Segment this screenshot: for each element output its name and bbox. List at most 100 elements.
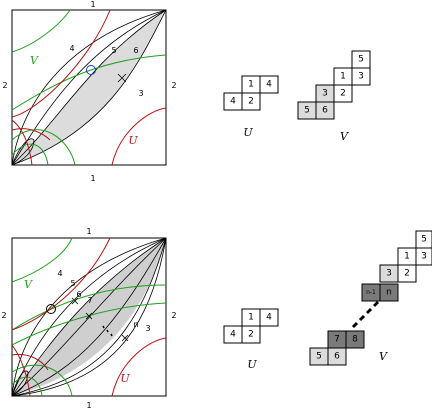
bottom-v-table: 5 1 3 3 2 n-1 n 7 8 5 6 V: [309, 230, 432, 366]
bottom-u-cell: [259, 308, 279, 327]
bottom-red-arc-1: [11, 237, 111, 331]
bottom-side-label-right: 2: [171, 311, 176, 320]
top-curve-label-6: 6: [133, 46, 138, 55]
bottom-red-arc-3: [11, 344, 31, 397]
top-v-cell-text: 5: [358, 55, 364, 65]
bottom-v-cell-text: 8: [352, 335, 358, 345]
bottom-v-cell: [327, 347, 347, 366]
top-side-label-bottom: 1: [90, 174, 95, 183]
top-lens-region: [12, 10, 166, 165]
top-v-cell-text: 3: [322, 89, 328, 99]
top-red-arc-2: [11, 128, 51, 141]
bottom-curve-label-n: n: [133, 320, 138, 329]
bottom-v-cell-text: 1: [404, 252, 410, 262]
top-curve-label-3: 3: [138, 89, 143, 98]
top-curve-label-4: 4: [69, 44, 74, 53]
top-curve-5: [11, 9, 167, 166]
bottom-green-arc-5: [11, 376, 43, 397]
bottom-u-cell-text: 2: [248, 330, 254, 340]
bottom-v-cell-text: 3: [421, 252, 427, 262]
top-curve-3: [11, 9, 167, 166]
top-blue-circle-marker: [86, 65, 96, 75]
top-u-table: 1 4 4 2 U: [223, 75, 279, 139]
bottom-v-cell: [415, 247, 432, 266]
top-region-label-u: U: [128, 134, 138, 147]
bottom-cross-marker: [85, 312, 93, 320]
bottom-v-cell-text: 5: [421, 235, 427, 245]
bottom-cross-marker: [121, 334, 129, 342]
top-red-arc-3: [11, 119, 33, 166]
bottom-u-cell: [241, 325, 261, 344]
bottom-u-cell-text: 1: [248, 313, 254, 323]
bottom-u-cell-text: 4: [266, 313, 272, 323]
bottom-v-cell: [345, 330, 365, 349]
bottom-ellipsis-dots: [102, 325, 113, 337]
bottom-green-arc-4: [11, 364, 73, 397]
top-side-label-right: 2: [171, 81, 176, 90]
top-green-arc-4: [11, 143, 49, 166]
bottom-curve-7: [11, 237, 167, 397]
top-v-cell-text: 3: [358, 72, 364, 82]
top-v-cell-text: 2: [340, 89, 346, 99]
top-u-cell: [259, 75, 279, 94]
top-side-label-left: 2: [2, 81, 7, 90]
top-square-diagram: 1 1 2 2 V U 4 5 6 3: [2, 0, 176, 183]
bottom-cross-marker: [71, 297, 79, 305]
bottom-v-cell-text: 7: [334, 335, 340, 345]
bottom-red-arc-2: [11, 353, 49, 371]
bottom-region-label-v: V: [24, 278, 33, 291]
top-v-cell-text: 1: [340, 72, 346, 82]
top-small-lens: [11, 138, 35, 166]
bottom-circle-marker: [46, 304, 56, 314]
bottom-v-cell-text: 3: [386, 269, 392, 279]
bottom-curve-4: [11, 237, 167, 397]
top-u-cell-text: 4: [230, 97, 236, 107]
bottom-square-diagram: 1 1 2 2 V U 4 5 6 7 n 3: [1, 227, 176, 410]
bottom-curve-label-6: 6: [76, 290, 81, 299]
top-green-arc-1: [11, 9, 71, 53]
top-u-cell-text: 1: [248, 80, 254, 90]
top-u-table-label: U: [243, 126, 253, 139]
top-green-arc-2: [11, 54, 167, 111]
top-u-cell-text: 4: [266, 80, 272, 90]
bottom-v-cell-text: n: [386, 288, 392, 298]
top-v-cell-text: 5: [304, 106, 310, 116]
bottom-u-table: 1 4 4 2 U: [223, 308, 279, 371]
top-cross-marker: [117, 73, 127, 83]
bottom-curve-3: [11, 237, 167, 397]
bottom-v-cell-text: 6: [334, 352, 340, 362]
bottom-v-ellipsis: [351, 300, 380, 329]
bottom-curve-label-7: 7: [87, 296, 92, 305]
top-u-cell: [241, 92, 261, 111]
top-red-arc-1: [11, 9, 111, 118]
bottom-green-arc-2: [11, 284, 167, 331]
bottom-side-label-bottom: 1: [86, 401, 91, 410]
bottom-v-cell: [397, 264, 417, 283]
bottom-curve-label-5: 5: [70, 279, 75, 288]
bottom-u-table-label: U: [247, 358, 257, 371]
bottom-side-label-top: 1: [86, 227, 91, 236]
top-v-cell: [315, 101, 335, 120]
bottom-curve-label-4: 4: [57, 269, 62, 278]
top-u-cell-text: 2: [248, 97, 254, 107]
bottom-red-arc-4: [111, 337, 167, 397]
top-v-cell: [333, 84, 353, 103]
top-region-label-v: V: [30, 54, 39, 67]
top-v-table: 5 1 3 3 2 5 6 V: [297, 50, 371, 143]
top-v-cell-text: 6: [322, 106, 328, 116]
bottom-side-label-left: 2: [1, 311, 6, 320]
bottom-curve-5: [11, 237, 167, 397]
bottom-curve-label-3: 3: [145, 324, 150, 333]
top-v-table-label: V: [340, 130, 349, 143]
top-curve-4: [11, 9, 167, 166]
top-green-arc-3: [11, 129, 76, 166]
bottom-v-cell-text: 2: [404, 269, 410, 279]
bottom-v-cell: [379, 283, 399, 302]
bottom-region-label-u: U: [120, 372, 130, 385]
bottom-curve-8: [11, 237, 167, 397]
bottom-curve-n: [11, 237, 167, 397]
top-v-cell: [351, 67, 371, 86]
bottom-v-cell-text: n-1: [366, 289, 376, 296]
bottom-u-cell-text: 4: [230, 330, 236, 340]
top-side-label-top: 1: [90, 0, 95, 9]
